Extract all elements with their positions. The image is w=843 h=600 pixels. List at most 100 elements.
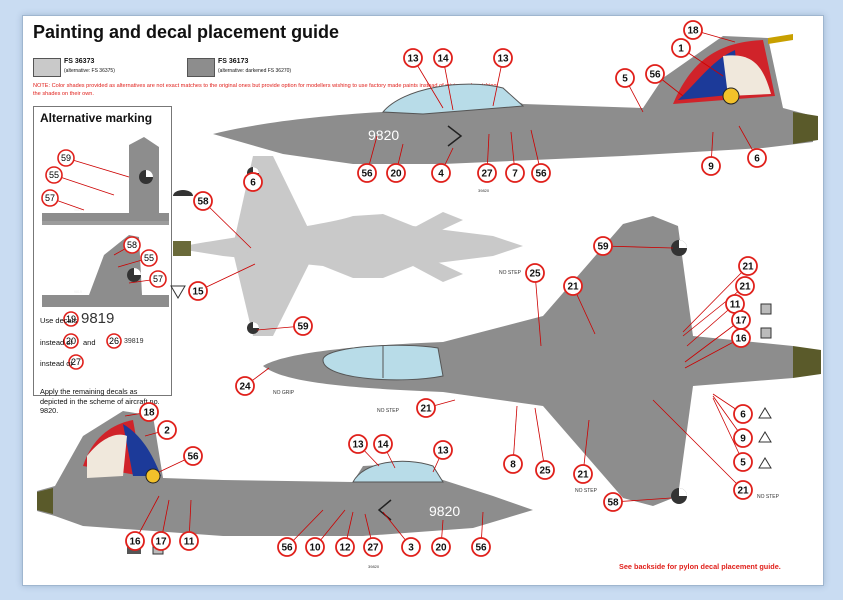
callout-bubble xyxy=(106,333,122,349)
svg-text:55: 55 xyxy=(144,253,154,263)
callout-bubble: 6 xyxy=(738,125,767,168)
callout-bubble: 56 xyxy=(158,446,203,473)
callout-bubble: 6 xyxy=(243,172,263,192)
plan-wing-left xyxy=(233,156,313,246)
callout-leader xyxy=(534,272,542,347)
callout-bubble: 59 xyxy=(57,149,130,178)
callout-bubble: 8 xyxy=(503,405,523,474)
tail-base-one xyxy=(42,221,169,225)
callout-bubble: 57 xyxy=(41,189,85,211)
callout-number: 56 xyxy=(281,543,293,554)
color-note: NOTE: Color shades provided as alternati… xyxy=(33,83,497,97)
tail-art-white xyxy=(87,434,127,478)
alternative-tails: 9819 9819 xyxy=(42,137,169,307)
callout-bubble xyxy=(68,354,84,370)
callout-circle xyxy=(125,531,145,551)
callout-bubble xyxy=(63,311,79,327)
callout-number: 20 xyxy=(435,543,447,554)
callout-number: 58 xyxy=(607,498,619,509)
callout-circle xyxy=(563,276,583,296)
callout-circle xyxy=(615,68,635,88)
callout-circle xyxy=(386,163,406,183)
callout-circle xyxy=(335,537,355,557)
use-decals-value: 9819 xyxy=(81,310,115,327)
callout-number: 56 xyxy=(535,169,547,180)
swatch-dark-alt: (alternative: darkened FS 36270) xyxy=(218,68,292,74)
instead-of-label: instead of xyxy=(40,338,73,347)
callout-bubble: 13 xyxy=(348,434,380,467)
callout-bubble: 56 xyxy=(471,511,491,557)
callout-bubble: 18 xyxy=(124,402,159,422)
callout-leader xyxy=(202,200,252,249)
callout-leader xyxy=(534,407,546,471)
tail-art-blue xyxy=(678,50,739,100)
callout-bubble: 56 xyxy=(357,135,378,183)
callout-circle xyxy=(431,537,451,557)
callout-bubble: 58 xyxy=(193,191,252,249)
svg-text:57: 57 xyxy=(45,193,55,203)
callout-number: 6 xyxy=(754,154,760,165)
apply-note: Apply the remaining decals as depicted i… xyxy=(40,387,160,415)
callout-bubble: 21 xyxy=(682,256,758,333)
tail-fin-one xyxy=(42,137,169,221)
plan-wing-right xyxy=(233,252,313,336)
tail-art-white xyxy=(723,55,771,96)
callout-circle xyxy=(733,428,753,448)
callout-bubble: 27 xyxy=(363,513,383,557)
callout-number: 5 xyxy=(740,458,746,469)
callout-circle xyxy=(403,48,423,68)
callout-circle xyxy=(363,537,383,557)
callout-circle xyxy=(733,480,753,500)
callout-bubble xyxy=(63,333,79,349)
tail-fin-two xyxy=(42,235,169,307)
callout-circle xyxy=(188,281,208,301)
serial-text: 9819 xyxy=(74,208,82,212)
callout-number: 5 xyxy=(622,74,628,85)
callout-number: 25 xyxy=(539,466,551,477)
callout-number: 13 xyxy=(437,446,449,457)
callout-bubble: 18 xyxy=(683,20,736,43)
callout-number: 3 xyxy=(408,543,414,554)
callout-bubble: 25 xyxy=(534,407,555,480)
triangle-icon xyxy=(758,431,772,443)
callout-circle xyxy=(139,402,159,422)
callout-bubble: 11 xyxy=(179,499,199,551)
callout-circle xyxy=(416,398,436,418)
callout-number: 14 xyxy=(377,440,389,451)
callout-bubble: 12 xyxy=(335,511,355,557)
footer-note: See backside for pylon decal placement g… xyxy=(619,562,781,571)
callout-bubble: 3 xyxy=(382,511,421,557)
callout-circle xyxy=(671,38,691,58)
callout-leader xyxy=(712,397,744,463)
callout-bubble: 4 xyxy=(431,147,454,183)
callout-number: 24 xyxy=(239,382,251,393)
callout-bubble: 6 xyxy=(712,393,753,424)
tail-art-blue xyxy=(123,424,161,476)
underside-view: NO STEP NO STEP NO STEP NO STEP NO GRIP xyxy=(263,216,821,506)
callout-circle xyxy=(603,492,623,512)
callout-number: 11 xyxy=(184,537,195,548)
callout-leader xyxy=(197,263,256,292)
fuselage-bottom-profile xyxy=(37,411,533,536)
callout-bubble: 21 xyxy=(652,399,753,500)
callout-leader xyxy=(684,319,742,363)
roundel xyxy=(139,170,153,184)
callout-bubble: 21 xyxy=(573,419,593,484)
callout-number: 9 xyxy=(708,162,714,173)
small-serial: 39820 xyxy=(368,564,380,569)
callout-number: 6 xyxy=(740,410,746,421)
roundel xyxy=(247,322,259,334)
tail-emblem-icon xyxy=(145,468,161,484)
instead-of-label: instead of xyxy=(40,359,73,368)
callout-number: 21 xyxy=(577,470,589,481)
callout-number: 7 xyxy=(512,169,518,180)
callout-circle xyxy=(183,446,203,466)
and-label: and xyxy=(83,338,96,347)
callout-bubble: 56 xyxy=(530,129,551,183)
callout-number: 17 xyxy=(155,537,167,548)
callout-bubble: 13 xyxy=(432,440,453,473)
callout-bubble: 58 xyxy=(113,236,141,256)
callout-circle xyxy=(701,156,721,176)
plan-fuselage xyxy=(173,214,523,278)
callout-leader xyxy=(686,303,736,347)
